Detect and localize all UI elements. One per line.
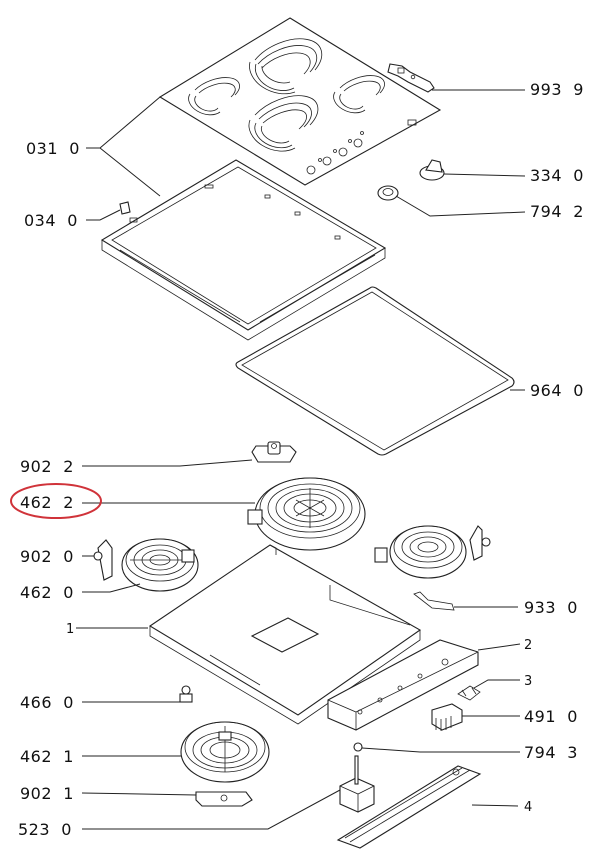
part-031-0-frame[interactable] [100, 159, 387, 341]
part-964-0-gasket[interactable] [235, 286, 515, 456]
part-902-1-bracket[interactable] [195, 791, 253, 807]
part-1-base-tray[interactable] [148, 544, 422, 725]
part-034-0-clip[interactable] [119, 201, 131, 215]
label-902-1[interactable]: 902 1 [20, 784, 74, 803]
label-334-0[interactable]: 334 0 [530, 166, 584, 185]
part-334-0-knob[interactable] [419, 159, 445, 181]
part-4-rail[interactable] [336, 765, 482, 849]
label-3[interactable]: 3 [524, 674, 532, 689]
label-491-0[interactable]: 491 0 [524, 707, 578, 726]
part-993-9[interactable] [387, 63, 435, 93]
label-031-0[interactable]: 031 0 [26, 139, 80, 158]
label-993-9[interactable]: 993 9 [530, 80, 584, 99]
label-902-0[interactable]: 902 0 [20, 547, 74, 566]
label-462-0[interactable]: 462 0 [20, 583, 74, 602]
part-2-switch-housing[interactable] [327, 639, 479, 731]
part-466-0[interactable] [179, 685, 193, 703]
label-933-0[interactable]: 933 0 [524, 598, 578, 617]
part-462-0-hotplate[interactable] [121, 538, 199, 592]
part-462-2-hotplate[interactable] [247, 477, 366, 551]
part-462-1-hotplate[interactable] [180, 721, 270, 783]
leader-lines [76, 89, 526, 830]
label-523-0[interactable]: 523 0 [18, 820, 72, 839]
label-902-2[interactable]: 902 2 [20, 457, 74, 476]
part-3-spring[interactable] [457, 685, 481, 701]
label-462-2[interactable]: 462 2 [20, 493, 74, 512]
part-933-0[interactable] [413, 591, 455, 611]
label-794-2[interactable]: 794 2 [530, 202, 584, 221]
label-466-0[interactable]: 466 0 [20, 693, 74, 712]
part-523-0-regulator[interactable] [339, 755, 375, 813]
label-1[interactable]: 1 [66, 622, 74, 637]
part-794-3[interactable] [353, 742, 363, 752]
part-hotplate-right[interactable] [374, 525, 491, 579]
label-964-0[interactable]: 964 0 [530, 381, 584, 400]
label-2[interactable]: 2 [524, 638, 532, 653]
label-794-3[interactable]: 794 3 [524, 743, 578, 762]
ceramic-glass-top[interactable] [158, 17, 442, 186]
part-902-0-bracket[interactable] [93, 539, 113, 581]
label-4[interactable]: 4 [524, 800, 532, 815]
part-902-2-bracket[interactable] [251, 441, 297, 463]
label-034-0[interactable]: 034 0 [24, 211, 78, 230]
highlight-circle [10, 483, 102, 519]
part-491-0-terminal[interactable] [431, 703, 463, 731]
part-794-2-ring[interactable] [377, 185, 399, 201]
label-462-1[interactable]: 462 1 [20, 747, 74, 766]
